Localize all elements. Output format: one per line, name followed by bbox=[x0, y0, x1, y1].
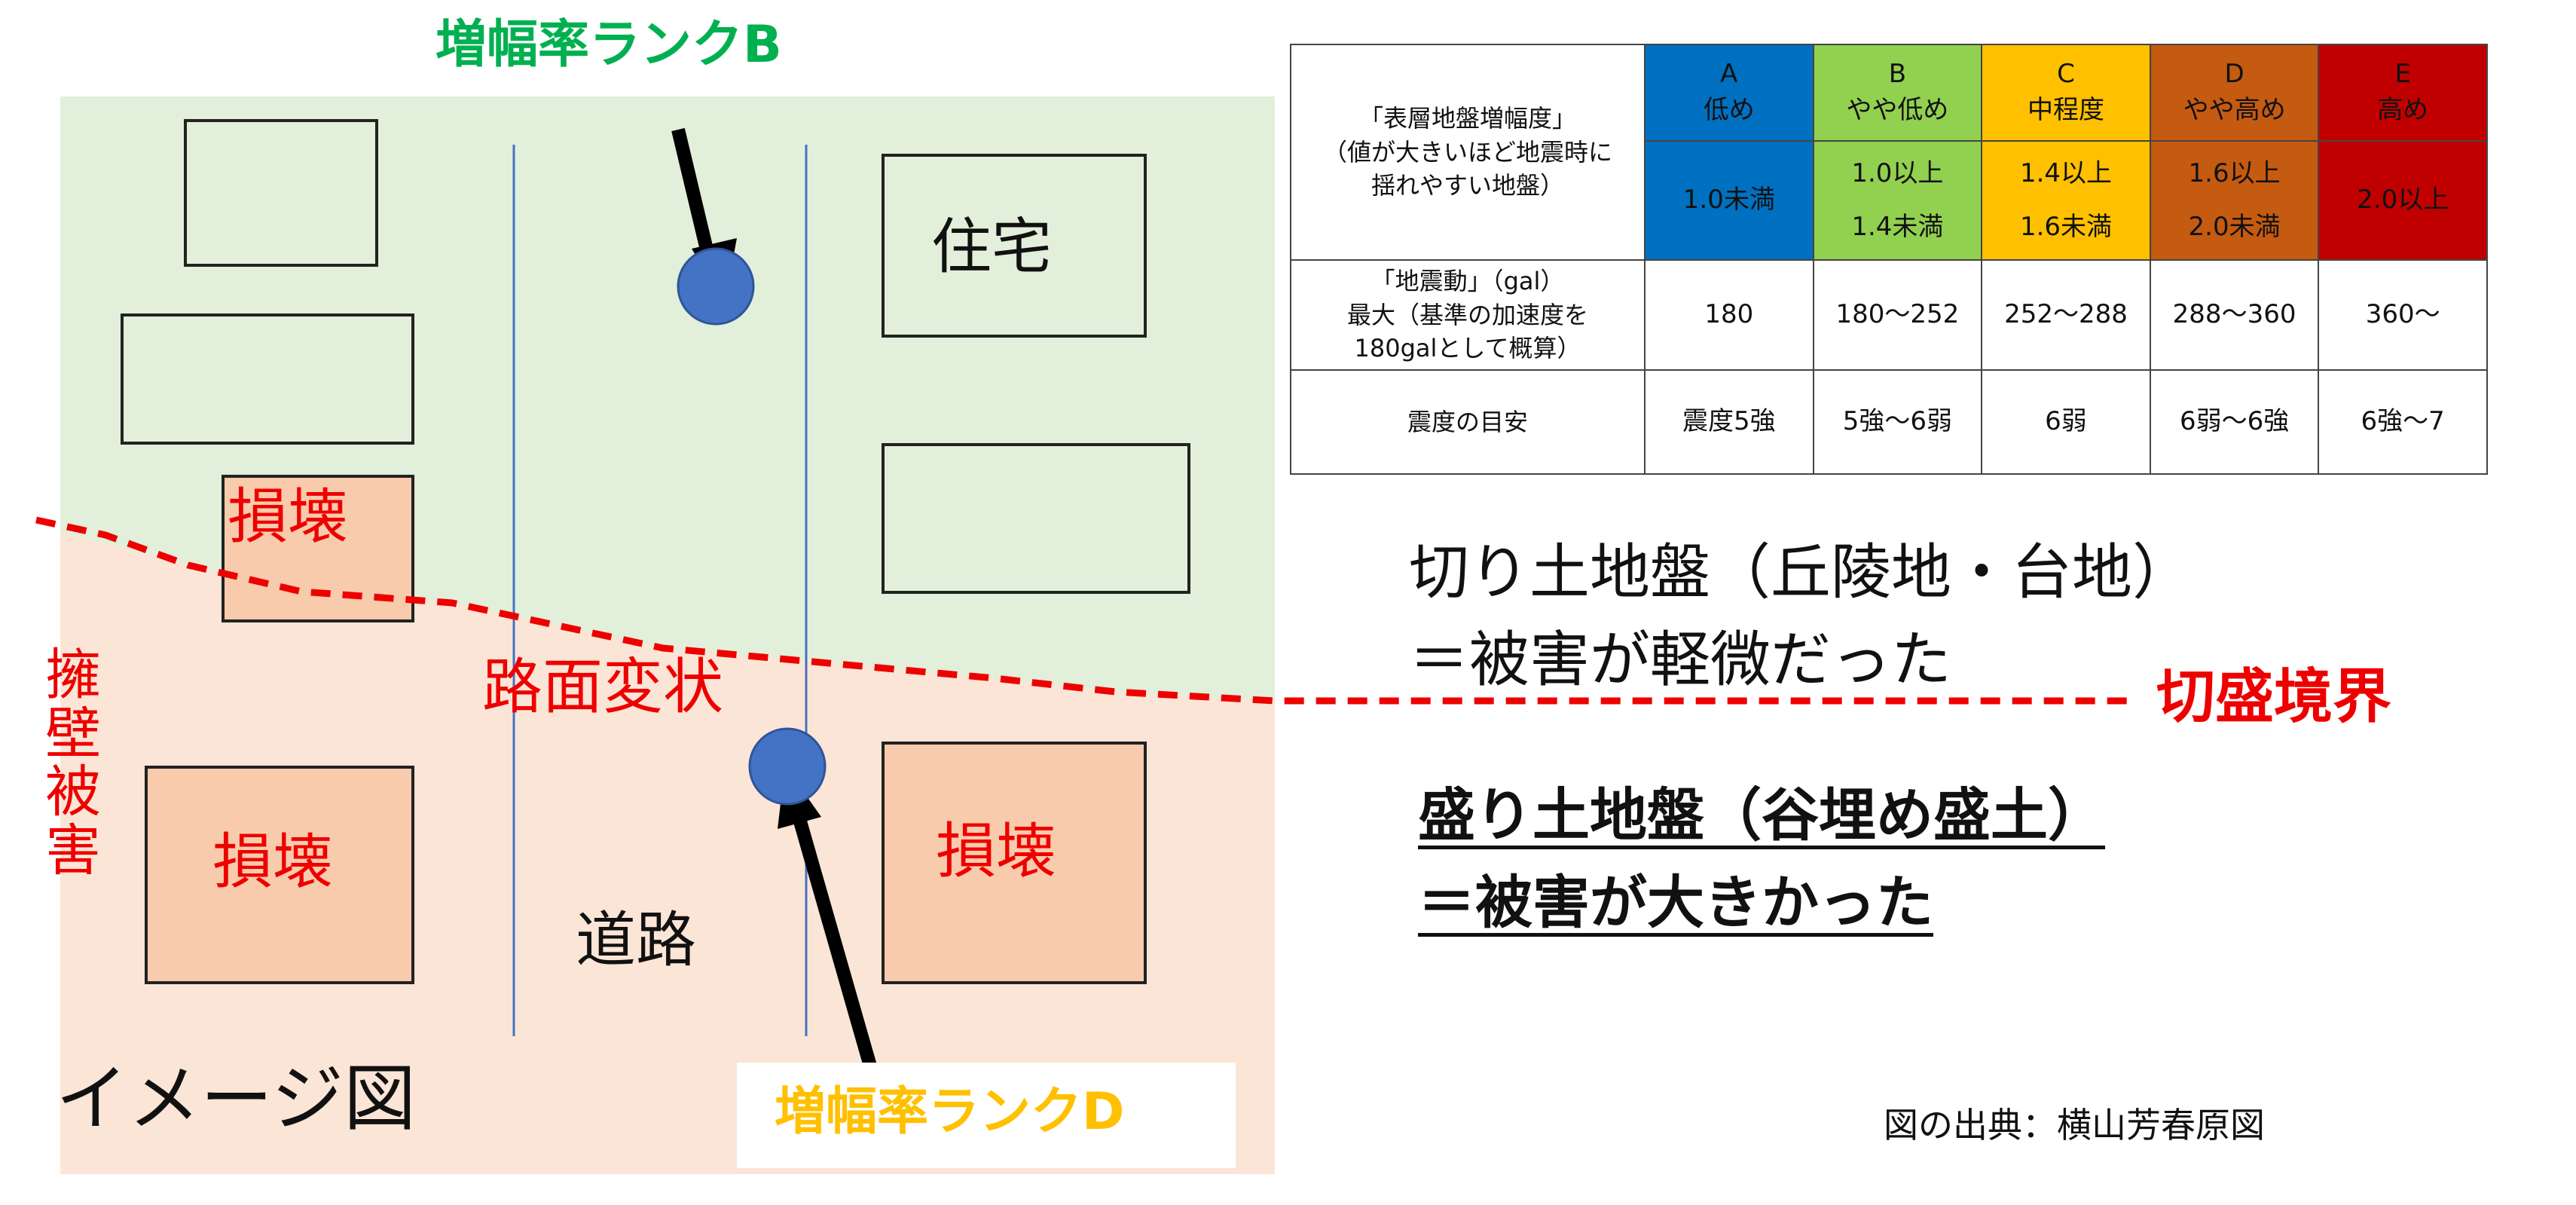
col-a-gal: 180 bbox=[1644, 259, 1814, 371]
retaining-wall-damage-label: 擁 壁 被 害 bbox=[39, 643, 107, 884]
col-a-range: 1.0未満 bbox=[1644, 140, 1814, 261]
col-e-name: 高め bbox=[2377, 95, 2429, 125]
col-d-intensity: 6弱～6強 bbox=[2149, 369, 2320, 475]
col-b-gal: 180～252 bbox=[1812, 259, 1983, 371]
col-d-range: 1.6以上 2.0未満 bbox=[2149, 140, 2320, 261]
damage-label-right: 損壊 bbox=[936, 816, 1056, 886]
col-b-name: やや低め bbox=[1846, 95, 1949, 125]
amp-label-line-2: （値が大きいほど地震時に bbox=[1322, 137, 1612, 167]
col-d-header: D やや高め bbox=[2149, 44, 2320, 142]
intensity-row-label: 震度の目安 bbox=[1290, 369, 1646, 475]
col-d-range-2: 2.0未満 bbox=[2188, 212, 2281, 242]
legend-gal-row: 「地震動」（gal） 最大（基準の加速度を 180galとして概算） 180 1… bbox=[1290, 259, 2488, 371]
col-d-gal: 288～360 bbox=[2149, 259, 2320, 371]
col-e-letter: E bbox=[2394, 59, 2411, 90]
legend-intensity-row: 震度の目安 震度5強 5強～6弱 6弱 6弱～6強 6強～7 bbox=[1290, 369, 2488, 475]
col-c-range: 1.4以上 1.6未満 bbox=[1981, 140, 2151, 261]
marker-rank-d bbox=[748, 727, 827, 806]
col-c-name: 中程度 bbox=[2027, 95, 2104, 125]
col-b-intensity: 5強～6弱 bbox=[1812, 369, 1983, 475]
cut-ground-result: ＝被害が軽微だった bbox=[1409, 625, 1951, 695]
marker-rank-b bbox=[677, 247, 755, 326]
col-d-range-1: 1.6以上 bbox=[2188, 158, 2281, 188]
col-e-header: E 高め bbox=[2318, 44, 2488, 142]
col-c-header: C 中程度 bbox=[1981, 44, 2151, 142]
amp-label-line-3: 揺れやすい地盤） bbox=[1371, 171, 1564, 200]
house-top-left bbox=[184, 119, 378, 267]
col-a-letter: A bbox=[1720, 59, 1738, 90]
rank-d-label: 増幅率ランクD bbox=[775, 1082, 1125, 1142]
col-e-range: 2.0以上 bbox=[2318, 140, 2488, 261]
retaining-char-4: 害 bbox=[45, 818, 101, 884]
cut-ground-title: 切り土地盤（丘陵地・台地） bbox=[1409, 537, 2193, 607]
col-a-range-1: 1.0未満 bbox=[1682, 185, 1775, 216]
house-mid-right bbox=[882, 443, 1190, 594]
col-c-gal: 252～288 bbox=[1981, 259, 2151, 371]
amplification-row-label: 「表層地盤増幅度」 （値が大きいほど地震時に 揺れやすい地盤） bbox=[1290, 44, 1646, 261]
retaining-char-3: 被 bbox=[45, 760, 101, 825]
col-d-name: やや高め bbox=[2183, 95, 2286, 125]
house-mid-left bbox=[121, 313, 414, 445]
damaged-house-right bbox=[882, 742, 1147, 984]
amplification-legend-table: 「表層地盤増幅度」 （値が大きいほど地震時に 揺れやすい地盤） A 低め B や… bbox=[1290, 44, 2488, 475]
retaining-char-1: 擁 bbox=[45, 643, 101, 708]
fill-ground-title: 盛り土地盤（谷埋め盛土） bbox=[1418, 781, 2105, 849]
house-label: 住宅 bbox=[931, 212, 1052, 282]
col-b-letter: B bbox=[1888, 59, 1907, 90]
retaining-char-2: 壁 bbox=[45, 701, 101, 766]
damage-label-left: 損壊 bbox=[212, 827, 333, 897]
cut-fill-boundary-label: 切盛境界 bbox=[2156, 663, 2392, 731]
col-c-letter: C bbox=[2057, 59, 2075, 90]
rank-d-label-box bbox=[737, 1063, 1236, 1168]
road-label: 道路 bbox=[576, 905, 696, 975]
col-a-header: A 低め bbox=[1644, 44, 1814, 142]
col-e-range-1: 2.0以上 bbox=[2357, 185, 2449, 216]
road-deformation-label: 路面変状 bbox=[482, 652, 723, 722]
amp-label-line-1: 「表層地盤増幅度」 bbox=[1358, 103, 1576, 133]
col-e-intensity: 6強～7 bbox=[2318, 369, 2488, 475]
col-c-range-1: 1.4以上 bbox=[2019, 158, 2113, 188]
figure-source: 図の出典：横山芳春原図 bbox=[1884, 1105, 2265, 1145]
legend-header-row: 「表層地盤増幅度」 （値が大きいほど地震時に 揺れやすい地盤） A 低め B や… bbox=[1290, 44, 2488, 261]
col-a-name: 低め bbox=[1703, 95, 1755, 125]
col-b-header: B やや低め bbox=[1812, 44, 1983, 142]
col-e-gal: 360～ bbox=[2318, 259, 2488, 371]
arrow-rank-d bbox=[790, 809, 881, 1081]
gal-row-label: 「地震動」（gal） 最大（基準の加速度を 180galとして概算） bbox=[1290, 259, 1646, 371]
col-d-letter: D bbox=[2224, 59, 2244, 90]
cut-fill-boundary-line bbox=[35, 516, 2132, 705]
damage-label-small: 損壊 bbox=[228, 482, 348, 552]
gal-label-line-2: 最大（基準の加速度を bbox=[1346, 300, 1588, 329]
image-figure-label: イメージ図 bbox=[56, 1057, 417, 1141]
col-c-range-2: 1.6未満 bbox=[2019, 212, 2113, 242]
legend-range-row: 1.0未満 1.0以上 1.4未満 1.4以上 1.6未満 1.6以上 2.0未… bbox=[1291, 140, 2488, 261]
col-b-range-2: 1.4未満 bbox=[1851, 212, 1944, 242]
damaged-house-left bbox=[145, 766, 414, 984]
col-c-intensity: 6弱 bbox=[1981, 369, 2151, 475]
col-a-intensity: 震度5強 bbox=[1644, 369, 1814, 475]
gal-label-line-3: 180galとして概算） bbox=[1354, 334, 1581, 363]
fill-ground-result: ＝被害が大きかった bbox=[1418, 869, 1933, 936]
rank-b-label: 増幅率ランクB bbox=[435, 15, 782, 75]
gal-label-line-1: 「地震動」（gal） bbox=[1371, 266, 1565, 295]
house-top-right bbox=[882, 154, 1147, 338]
col-b-range: 1.0以上 1.4未満 bbox=[1812, 140, 1983, 261]
arrow-rank-b bbox=[671, 127, 717, 265]
col-b-range-1: 1.0以上 bbox=[1851, 158, 1944, 188]
